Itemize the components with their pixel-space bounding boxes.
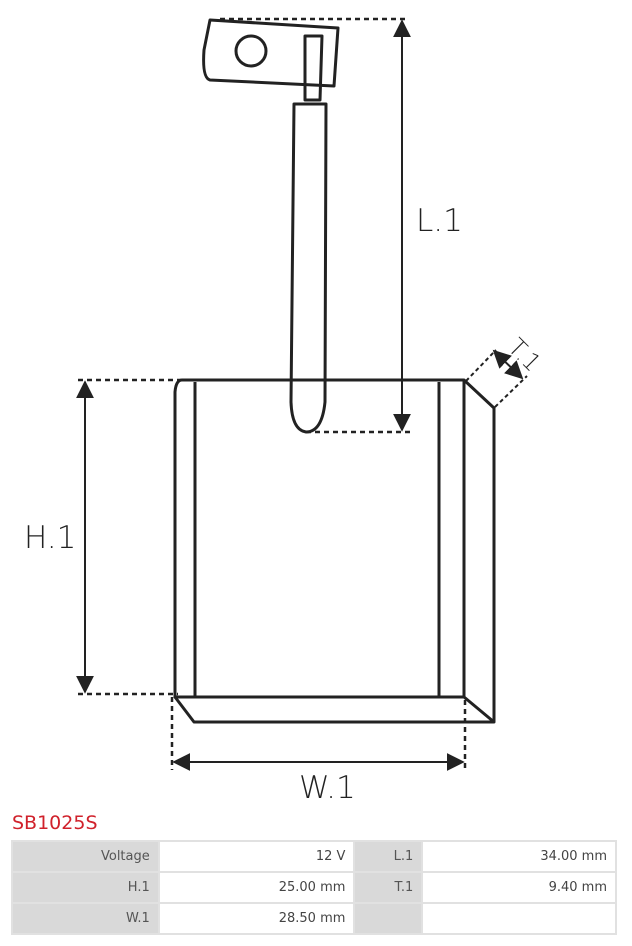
spec-label: L.1 [353, 840, 424, 873]
table-row: H.1 25.00 mm T.1 9.40 mm [11, 871, 617, 904]
spec-value: 12 V [157, 840, 356, 873]
dimension-w1: W.1 [170, 697, 467, 806]
dimension-t1: T.1 [465, 333, 547, 408]
part-number-title: SB1025S [12, 812, 98, 834]
lead-wire [289, 102, 328, 434]
spec-value: 25.00 mm [157, 871, 356, 904]
table-row: W.1 28.50 mm [11, 902, 617, 935]
spec-value [421, 902, 617, 935]
spec-label: W.1 [11, 902, 160, 935]
lug-hole [234, 34, 268, 68]
label-t1: T.1 [502, 333, 546, 377]
dimension-h1: H.1 [24, 378, 212, 696]
label-h1: H.1 [24, 520, 76, 556]
spec-table: Voltage 12 V L.1 34.00 mm H.1 25.00 mm T… [11, 840, 617, 935]
spec-label [353, 902, 424, 935]
spec-value: 28.50 mm [157, 902, 356, 935]
terminal-lug [202, 18, 340, 102]
spec-label: H.1 [11, 871, 160, 904]
spec-label: T.1 [353, 871, 424, 904]
label-w1: W.1 [299, 770, 356, 806]
label-l1: L.1 [416, 203, 463, 239]
spec-value: 9.40 mm [421, 871, 617, 904]
dimension-l1: L.1 [220, 17, 463, 434]
spec-label: Voltage [11, 840, 160, 873]
spec-value: 34.00 mm [421, 840, 617, 873]
carbon-brush-diagram: L.1 H.1 W.1 T.1 [24, 17, 547, 806]
table-row: Voltage 12 V L.1 34.00 mm [11, 840, 617, 873]
